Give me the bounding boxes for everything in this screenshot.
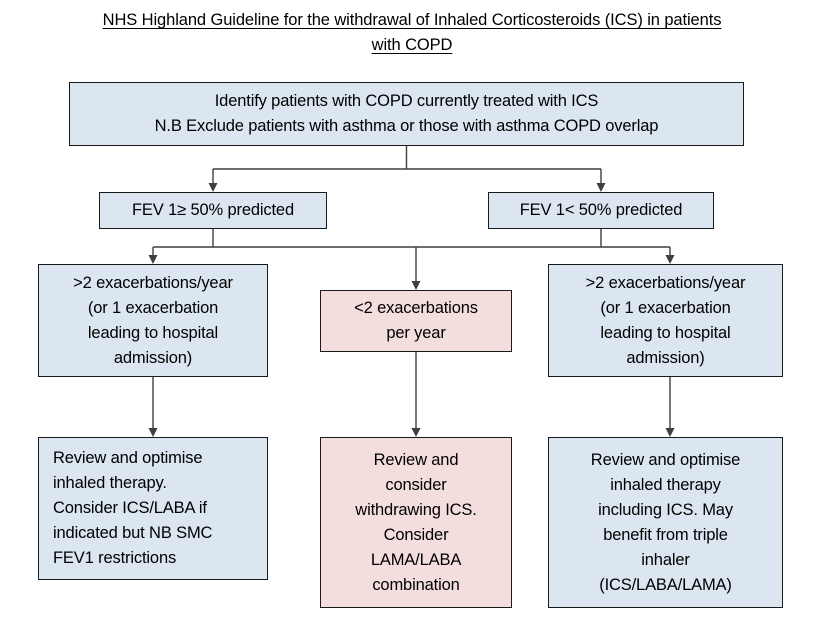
arrowhead-exacleft xyxy=(148,255,158,264)
node-action-right: Review and optimise inhaled therapy incl… xyxy=(548,437,783,608)
node-action-right-label: Review and optimise inhaled therapy incl… xyxy=(590,450,741,594)
arrowhead-actionright xyxy=(665,428,675,437)
page-title-line-2: with COPD xyxy=(371,36,453,54)
page-title-line-1: NHS Highland Guideline for the withdrawa… xyxy=(102,11,722,29)
node-fev1-ge-50-label: FEV 1≥ 50% predicted xyxy=(132,201,294,219)
node-fev1-lt-50-label: FEV 1< 50% predicted xyxy=(519,201,683,219)
node-identify-patients: Identify patients with COPD currently tr… xyxy=(69,82,744,146)
node-exacerbations-middle-label: <2 exacerbations per year xyxy=(354,299,478,342)
node-exacerbations-right-label: >2 exacerbations/year (or 1 exacerbation… xyxy=(585,273,746,367)
node-action-middle-label: Review and consider withdrawing ICS. Con… xyxy=(355,450,477,594)
arrowhead-exacright xyxy=(665,255,675,264)
node-exacerbations-left-label: >2 exacerbations/year (or 1 exacerbation… xyxy=(73,273,233,367)
node-exacerbations-left: >2 exacerbations/year (or 1 exacerbation… xyxy=(38,264,268,377)
node-action-middle: Review and consider withdrawing ICS. Con… xyxy=(320,437,512,608)
node-exacerbations-middle: <2 exacerbations per year xyxy=(320,290,512,352)
arrowhead-fevhigh xyxy=(208,183,218,192)
node-action-left: Review and optimise inhaled therapy. Con… xyxy=(38,437,268,580)
arrowhead-actionmid xyxy=(411,428,421,437)
node-fev1-lt-50: FEV 1< 50% predicted xyxy=(488,192,714,229)
node-fev1-ge-50: FEV 1≥ 50% predicted xyxy=(99,192,327,229)
node-exacerbations-right: >2 exacerbations/year (or 1 exacerbation… xyxy=(548,264,783,377)
node-action-left-label: Review and optimise inhaled therapy. Con… xyxy=(53,449,213,567)
arrowhead-fevlow xyxy=(596,183,606,192)
node-identify-patients-label: Identify patients with COPD currently tr… xyxy=(154,92,659,135)
arrowhead-exacmid-left xyxy=(411,281,421,290)
page-title: NHS Highland Guideline for the withdrawa… xyxy=(28,8,796,58)
arrowhead-actionleft xyxy=(148,428,158,437)
